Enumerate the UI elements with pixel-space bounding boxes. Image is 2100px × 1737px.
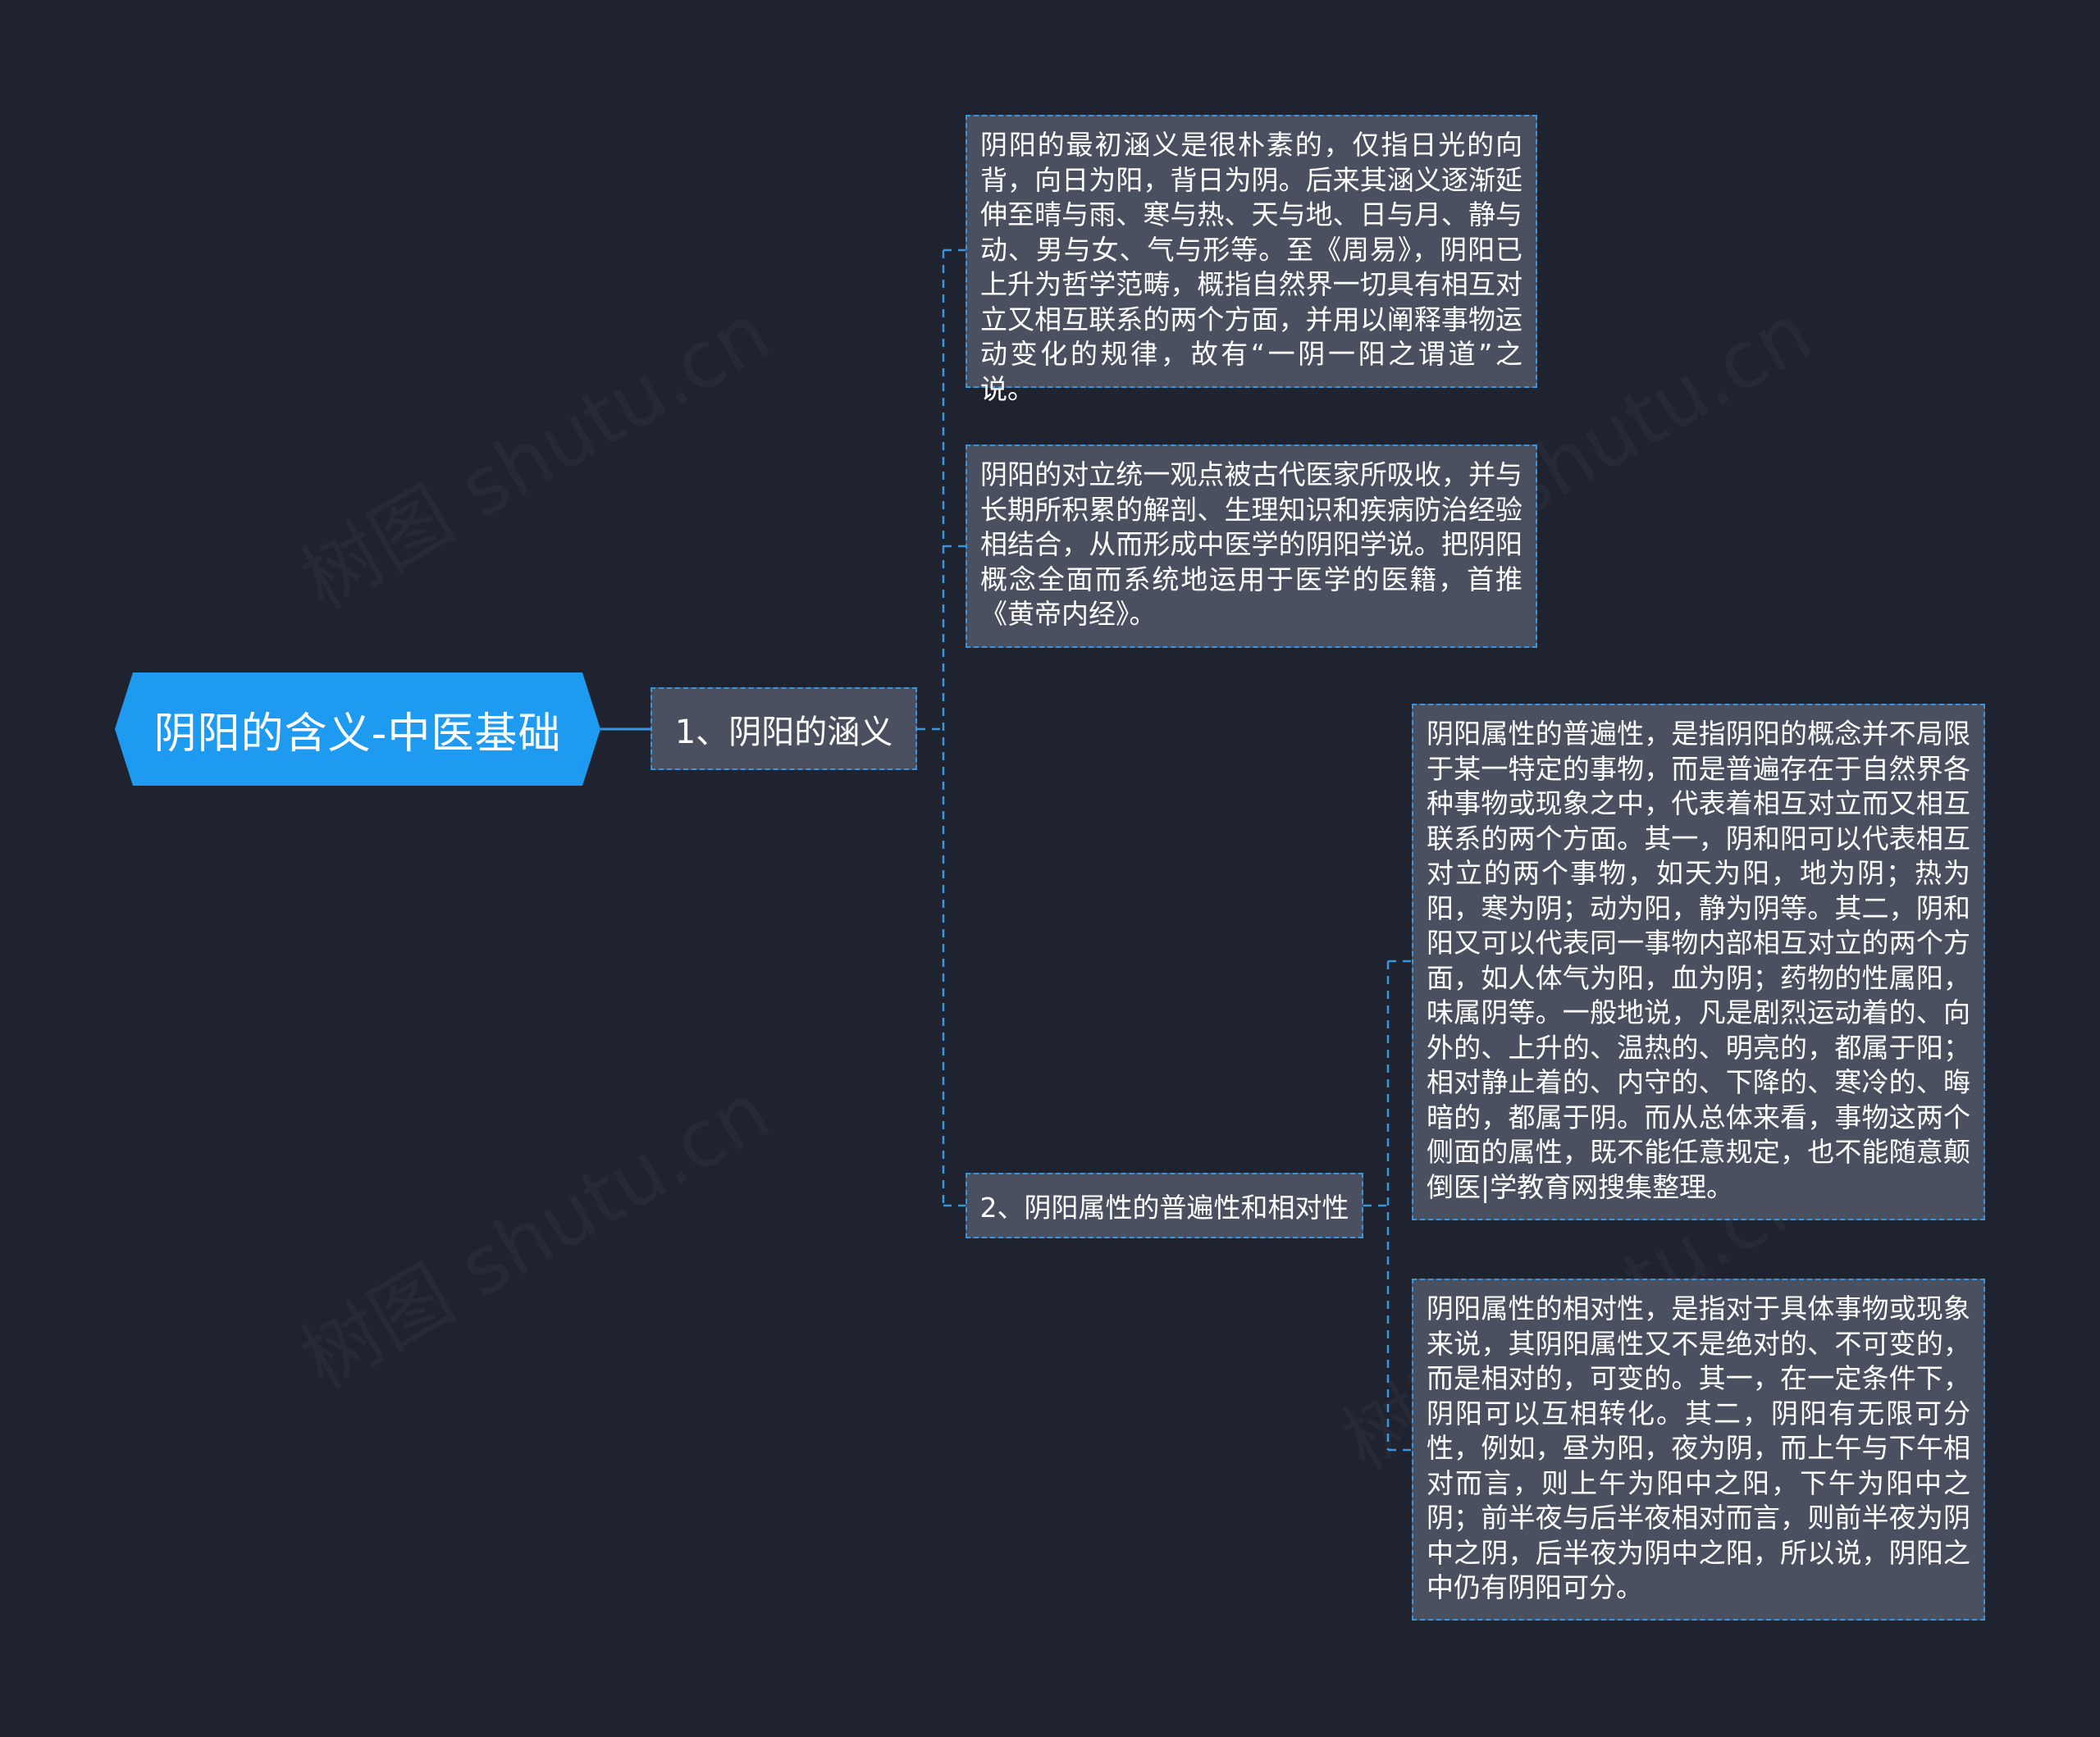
leaf-node-medical-adoption[interactable]: 阴阳的对立统一观点被古代医家所吸收，并与长期所积累的解剖、生理知识和疾病防治经验… (966, 445, 1537, 648)
branch-node-meaning[interactable]: 1、阴阳的涵义 (651, 687, 917, 770)
leaf-node-relativity[interactable]: 阴阳属性的相对性，是指对于具体事物或现象来说，其阴阳属性又不是绝对的、不可变的，… (1412, 1279, 1985, 1621)
branch-node-universality-relativity[interactable]: 2、阴阳属性的普遍性和相对性 (966, 1173, 1363, 1238)
root-node[interactable]: 阴阳的含义-中医基础 (115, 672, 600, 786)
leaf-node-universality[interactable]: 阴阳属性的普遍性，是指阴阳的概念并不局限于某一特定的事物，而是普遍存在于自然界各… (1412, 704, 1985, 1220)
leaf-node-original-meaning[interactable]: 阴阳的最初涵义是很朴素的，仅指日光的向背，向日为阳，背日为阴。后来其涵义逐渐延伸… (966, 115, 1537, 405)
